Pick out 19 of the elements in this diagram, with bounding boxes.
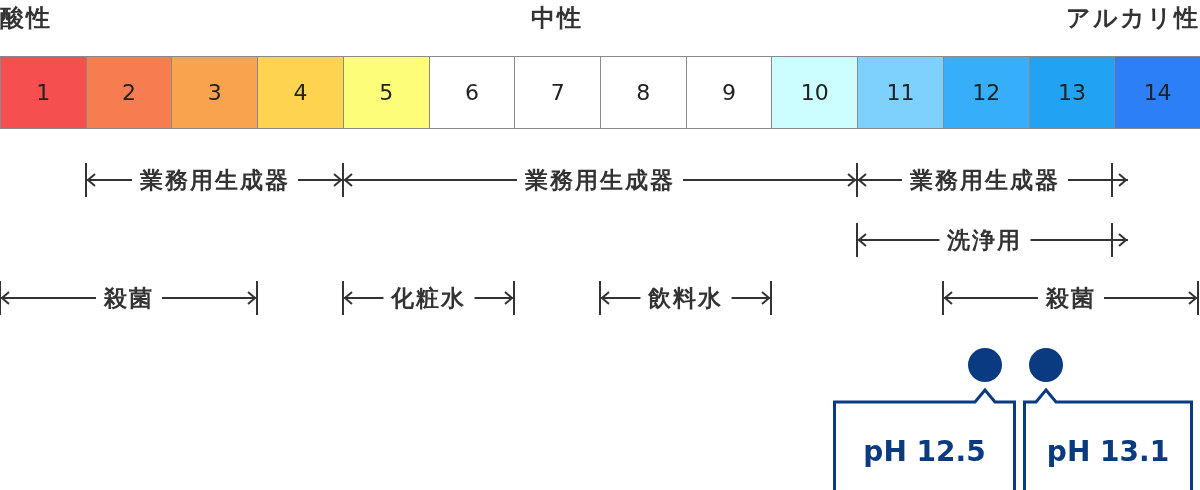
ph-scale-cell: 8 [600, 56, 687, 129]
ph-scale-cell: 5 [342, 56, 430, 129]
ph-scale-cell: 4 [257, 56, 344, 129]
callout-box: pH 13.1 [1023, 388, 1193, 490]
heading-label: アルカリ性 [1066, 3, 1200, 34]
ph-scale-cell: 7 [514, 56, 601, 129]
ph-scale-cell: 12 [942, 56, 1030, 129]
heading-label: 中性 [531, 3, 583, 34]
ph-scale-cell: 2 [85, 56, 173, 129]
ph-scale-cell: 1 [0, 56, 87, 129]
callout-box: pH 12.5 [833, 388, 1016, 490]
ph-scale-cell: 11 [857, 56, 944, 129]
ph-scale-cell: 3 [171, 56, 259, 129]
ph-scale-cell: 9 [685, 56, 773, 129]
heading-label: 酸性 [0, 3, 52, 34]
ph-scale-cell: 10 [771, 56, 859, 129]
ph-scale-cell: 14 [1114, 56, 1200, 129]
ph-scale-cell: 6 [428, 56, 516, 129]
ph-scale-cell: 13 [1028, 56, 1116, 129]
